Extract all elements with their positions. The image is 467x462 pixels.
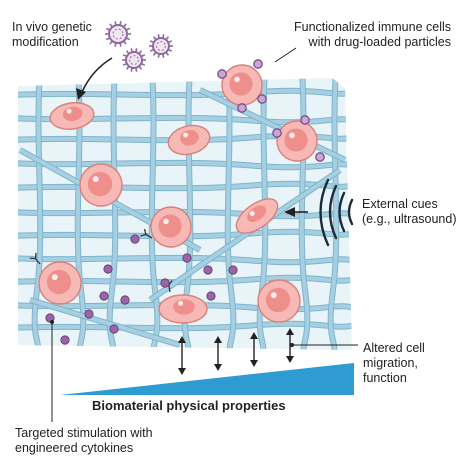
fiber <box>29 298 181 347</box>
drug-particle <box>60 335 70 345</box>
arrow-head <box>178 368 186 375</box>
targeted-stimulation-label: Targeted stimulation with engineered cyt… <box>15 426 153 455</box>
round-cell <box>257 279 301 323</box>
fiber <box>148 168 342 302</box>
fiber <box>32 78 43 350</box>
arrow-head <box>178 336 186 343</box>
altered-migration-label: Altered cell migration, function <box>363 341 425 385</box>
cell-nucleus <box>158 214 182 238</box>
external-cues-label: External cues (e.g., ultrasound) <box>362 197 457 226</box>
attached-particle <box>257 94 267 104</box>
fiber <box>107 78 118 350</box>
leader-lines <box>51 47 358 422</box>
elongated-cell <box>49 102 95 130</box>
cytokine-icon <box>140 228 153 239</box>
arrow-head <box>214 364 222 371</box>
fiber <box>257 78 268 350</box>
attached-particle <box>272 128 282 138</box>
virus-core <box>129 55 139 65</box>
arrow-head <box>250 360 258 367</box>
biomaterial-gradient-wedge <box>60 363 354 395</box>
drug-particle <box>182 253 192 263</box>
cell-highlight <box>234 76 240 83</box>
cell-nucleus <box>265 287 291 313</box>
cell-highlight <box>289 132 295 139</box>
attached-particle <box>253 59 263 69</box>
round-cell <box>79 163 123 207</box>
receptor <box>140 228 153 239</box>
migration-arrows <box>178 328 294 375</box>
in-vivo-arrow-icon <box>76 57 113 100</box>
ultrasound-arrow-icon <box>284 207 308 217</box>
round-cell <box>150 206 192 248</box>
drug-particle <box>206 291 216 301</box>
fiber <box>149 78 160 350</box>
cell-nucleus <box>46 269 72 295</box>
drug-particle <box>160 278 170 288</box>
arrow-head <box>286 356 294 363</box>
attached-particle <box>237 103 247 113</box>
virus-icon <box>105 21 131 47</box>
cell-highlight <box>270 292 277 299</box>
elongated-cell <box>158 294 208 324</box>
drug-particles <box>45 234 238 345</box>
arrow-head <box>214 336 222 343</box>
drug-particle <box>99 291 109 301</box>
cell-nucleus <box>284 128 308 152</box>
drug-particle <box>130 234 140 244</box>
ultrasound-waves-icon <box>319 178 354 247</box>
cell-highlight <box>92 176 99 183</box>
functionalized-cells-label: Functionalized immune cells with drug-lo… <box>293 20 451 49</box>
drug-particle <box>228 265 238 275</box>
cell-highlight <box>51 274 58 281</box>
elongated-cell <box>167 124 211 156</box>
biomaterial-properties-label: Biomaterial physical properties <box>92 398 286 413</box>
elongated-cell <box>235 198 279 234</box>
virus-core <box>112 28 124 40</box>
receptor <box>29 252 41 265</box>
round-cell <box>221 64 263 106</box>
arrow-head <box>286 328 294 335</box>
immune-cells <box>29 59 325 324</box>
arrow-head <box>250 332 258 339</box>
cell-nucleus <box>173 299 195 315</box>
drug-particle <box>120 295 130 305</box>
cell-highlight <box>183 132 189 138</box>
leader-dot <box>50 320 54 324</box>
in-vivo-label: In vivo genetic modification <box>12 20 92 49</box>
virus-icon <box>122 48 146 72</box>
attached-particle <box>315 152 325 162</box>
cell-highlight <box>178 300 184 306</box>
round-cell <box>38 261 82 305</box>
viral-vectors <box>105 21 173 72</box>
cell-highlight <box>249 211 255 217</box>
cell-nucleus <box>87 171 113 197</box>
leader-dot <box>290 343 294 347</box>
fiber <box>199 88 346 162</box>
virus-icon <box>149 34 173 58</box>
cell-nucleus <box>229 72 253 96</box>
fiber <box>225 78 236 350</box>
virus-capsid <box>108 24 128 44</box>
drug-particle <box>103 264 113 274</box>
virus-capsid <box>152 37 170 55</box>
drug-particle <box>109 324 119 334</box>
cell-nucleus <box>247 205 267 223</box>
virus-capsid <box>125 51 143 69</box>
cytokine-icon <box>29 252 41 265</box>
attached-particle <box>300 115 310 125</box>
cell-highlight <box>66 108 72 114</box>
cell-highlight <box>163 218 169 225</box>
drug-particle <box>84 309 94 319</box>
attached-particle <box>217 69 227 79</box>
virus-core <box>156 41 166 51</box>
drug-particle <box>203 265 213 275</box>
round-cell <box>276 120 318 162</box>
